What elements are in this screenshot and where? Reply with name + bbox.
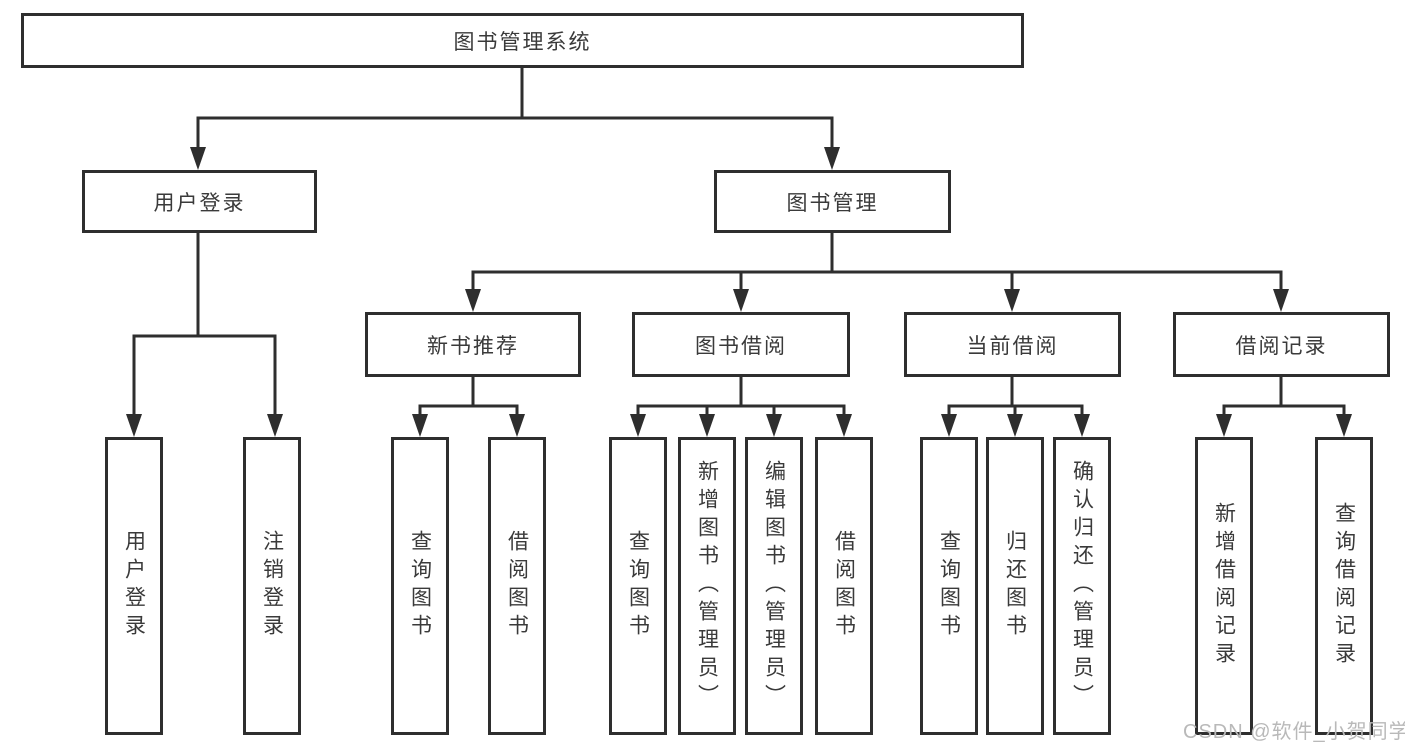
node-borrowing-records: 借阅记录: [1173, 312, 1390, 377]
leaf-query-books-recommend: 查询图书: [391, 437, 449, 735]
leaf-label: 查询图书: [937, 530, 961, 642]
node-book-management: 图书管理: [714, 170, 951, 233]
leaf-label: 新增借阅记录: [1212, 502, 1236, 670]
leaf-query-borrow-record: 查询借阅记录: [1315, 437, 1373, 735]
arrowhead-icons: [126, 147, 1352, 437]
node-user-login: 用户登录: [82, 170, 317, 233]
leaf-label: 查询图书: [408, 530, 432, 642]
leaf-borrow-books-recommend: 借阅图书: [488, 437, 546, 735]
leaf-label: 借阅图书: [505, 530, 529, 642]
leaf-label: 归还图书: [1003, 530, 1027, 642]
leaf-borrow-books: 借阅图书: [815, 437, 873, 735]
leaf-add-books-admin: 新增图书（管理员）: [678, 437, 736, 735]
node-current-borrowing: 当前借阅: [904, 312, 1121, 377]
leaf-label: 确认归还（管理员）: [1070, 460, 1094, 712]
leaf-label: 编辑图书（管理员）: [762, 460, 786, 712]
leaf-return-books: 归还图书: [986, 437, 1044, 735]
node-book-borrowing: 图书借阅: [632, 312, 850, 377]
leaf-label: 查询图书: [626, 530, 650, 642]
leaf-query-books-borrow: 查询图书: [609, 437, 667, 735]
leaf-label: 用户登录: [122, 530, 146, 642]
leaf-edit-books-admin: 编辑图书（管理员）: [745, 437, 803, 735]
leaf-label: 查询借阅记录: [1332, 502, 1356, 670]
node-root-library-management-system: 图书管理系统: [21, 13, 1024, 68]
leaf-label: 借阅图书: [832, 530, 856, 642]
leaf-query-books-current: 查询图书: [920, 437, 978, 735]
leaf-user-login: 用户登录: [105, 437, 163, 735]
leaf-label: 新增图书（管理员）: [695, 460, 719, 712]
csdn-watermark: CSDN @软件_小贺同学: [1183, 721, 1405, 743]
leaf-confirm-return-admin: 确认归还（管理员）: [1053, 437, 1111, 735]
leaf-add-borrow-record: 新增借阅记录: [1195, 437, 1253, 735]
leaf-label: 注销登录: [260, 530, 284, 642]
node-new-book-recommendation: 新书推荐: [365, 312, 581, 377]
leaf-logout: 注销登录: [243, 437, 301, 735]
